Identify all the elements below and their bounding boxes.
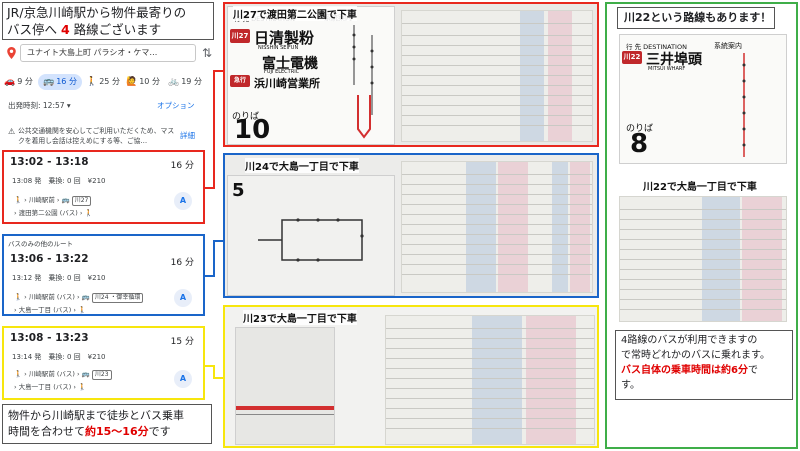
route-map-diagram [742,53,746,157]
swap-vertical-icon[interactable]: ⇅ [201,46,213,60]
route-step-2: › 大島一丁目 (バス) › 🚶 [14,383,87,391]
car-icon: 🚗 [4,77,16,87]
photo-caption: 川22で大島一丁目で下車 [643,178,757,193]
route-step-2: › 大島一丁目 (バス) › 🚶 [14,306,87,314]
mode-car[interactable]: 🚗9 分 [4,77,33,87]
connector-yellow-h [213,377,225,379]
connector-red-v [213,70,215,189]
timetable-kawa24 [401,161,593,293]
bus-sign-kawa22: 行 先 DESTINATION 系統案内 川22 三井埠頭 MITSUI WHA… [619,34,787,164]
route-count: 4 [60,22,70,37]
route-meta: 13:12 発 乗換: 0 回 ¥210 [12,274,106,282]
options-link[interactable]: オプション [157,101,195,110]
navigate-icon[interactable]: A [174,370,192,388]
destination-input[interactable]: ユナイト大島上町 パラシオ・ケマ… [20,44,196,62]
route-map-kawa24: 5 [227,175,395,296]
route-option-1[interactable]: 13:02 - 13:18 16 分 13:08 発 乗換: 0 回 ¥210 … [4,156,204,222]
route-2-highlight [2,234,205,316]
connector-red [205,187,214,189]
mode-walk[interactable]: 🚶25 分 [86,77,120,87]
route-step-1: 🚶 › 川崎駅前 (バス) › 🚌 川24 ・御幸循環 [14,291,144,303]
walk-icon: 🚶 [86,77,98,87]
bus-sign-kawa27: 行 先 DESTINATION 系統案内 川27 日清製粉 NISSHIN SE… [227,6,395,145]
route-option-3[interactable]: 13:08 - 13:23 15 分 13:14 発 乗換: 0 回 ¥210 … [4,332,204,398]
map-pin-icon [7,47,16,59]
timetable-kawa23 [385,315,595,445]
photo-kawa27-stop: 行 先 DESTINATION 系統案内 川27 日清製粉 NISSHIN SE… [223,2,599,147]
other-routes-label: バスのみの他のルート [8,240,73,248]
loop-route-diagram [258,218,364,262]
platform-number: 8 [630,129,649,159]
intro-line-2: バス停へ 4 路線ございます [7,22,162,37]
covid-notice: ⚠ 公共交通機関を安心してご利用いただくため、マスクを着用し会話は控えめにする等… [8,126,218,148]
platform-number: 10 [234,115,271,145]
route-3-highlight [2,326,205,400]
route-step-1: 🚶 › 川崎駅前 (バス) › 🚌 川23 [14,368,112,380]
connector-red-h [213,70,225,72]
route-map-diagram [352,25,374,139]
warning-icon: ⚠ [8,127,16,136]
rideshare-icon: 🙋 [126,77,138,87]
timetable-kawa22 [619,196,787,322]
intro-callout: JR/京急川崎駅から物件最寄りの バス停へ 4 路線ございます [2,2,214,40]
connector-blue [205,275,214,277]
photo-kawa23-stop: 川23で大島一丁目で下車 [223,305,599,448]
destination-row: ユナイト大島上町 パラシオ・ケマ… ⇅ [4,42,218,64]
intro-line-1: JR/京急川崎駅から物件最寄りの [7,5,187,20]
travel-time-summary: 物件から川崎駅まで徒歩とバス乗車 時間を合わせて約15〜16分です [2,404,212,444]
photo-caption: 川24で大島一丁目で下車 [245,158,359,173]
notice-text: 公共交通機関を安心してご利用いただくため、マスクを着用し会話は控えめにする等、ご… [18,127,175,145]
route-tag-kawa22: 川22 [622,51,642,64]
notice-more-link[interactable]: 詳細 [180,131,195,140]
route-duration: 16 分 [170,258,194,268]
navigate-icon[interactable]: A [174,192,192,210]
route-meta: 13:08 発 乗換: 0 回 ¥210 [12,177,106,185]
bus-sign-kawa23 [235,327,335,445]
photo-kawa24-stop: 5 川24で大島一丁目で下車 [223,153,599,298]
mode-rideshare[interactable]: 🙋10 分 [126,77,160,87]
bus-icon: 🚌 [43,77,55,87]
mode-transit[interactable]: 🚌16 分 [38,74,82,90]
connector-blue-h [213,240,225,242]
navigate-icon[interactable]: A [174,289,192,307]
kawa22-title: 川22という路線もあります！ [617,7,775,29]
platform-number: 5 [232,180,245,201]
connector-yellow-v [213,365,215,379]
timetable-kawa27 [401,10,593,142]
route-time: 13:06 - 13:22 [10,253,89,265]
route-option-2[interactable]: 13:06 - 13:22 16 分 13:12 発 乗換: 0 回 ¥210 … [4,253,204,314]
connector-blue-v [213,240,215,277]
route-time: 13:02 - 13:18 [10,156,89,168]
travel-mode-tabs: 🚗9 分 🚌16 分 🚶25 分 🙋10 分 🚲19 分 [4,74,218,92]
route-step-1: 🚶 › 川崎駅前 › 🚌 川27 [14,194,92,206]
bus-frequency-note: 4路線のバスが利用できますの で常時どれかのバスに乗れます。 バス自体の乗車時間… [615,330,793,400]
route-step-2: › 渡田第二公園 (バス) › 🚶 [14,209,93,217]
express-tag: 急行 [230,75,250,87]
kawa22-panel: 川22という路線もあります！ 行 先 DESTINATION 系統案内 川22 … [605,2,798,449]
route-1-highlight [2,150,205,224]
route-duration: 15 分 [170,337,194,347]
route-duration: 16 分 [170,161,194,171]
route-meta: 13:14 発 乗換: 0 回 ¥210 [12,353,106,361]
route-time: 13:08 - 13:23 [10,332,89,344]
photo-caption: 川23で大島一丁目で下車 [243,310,357,325]
mode-bike[interactable]: 🚲19 分 [168,77,202,87]
route-tag-kawa27: 川27 [230,29,250,43]
photo-caption: 川27で渡田第二公園で下車 [233,6,357,21]
connector-yellow [205,365,214,367]
depart-time-selector[interactable]: 出発時刻: 12:57 ▾ [8,101,71,110]
maps-directions-panel: JR/京急川崎駅から物件最寄りの バス停へ 4 路線ございます ユナイト大島上町… [0,0,220,451]
bike-icon: 🚲 [168,77,180,87]
